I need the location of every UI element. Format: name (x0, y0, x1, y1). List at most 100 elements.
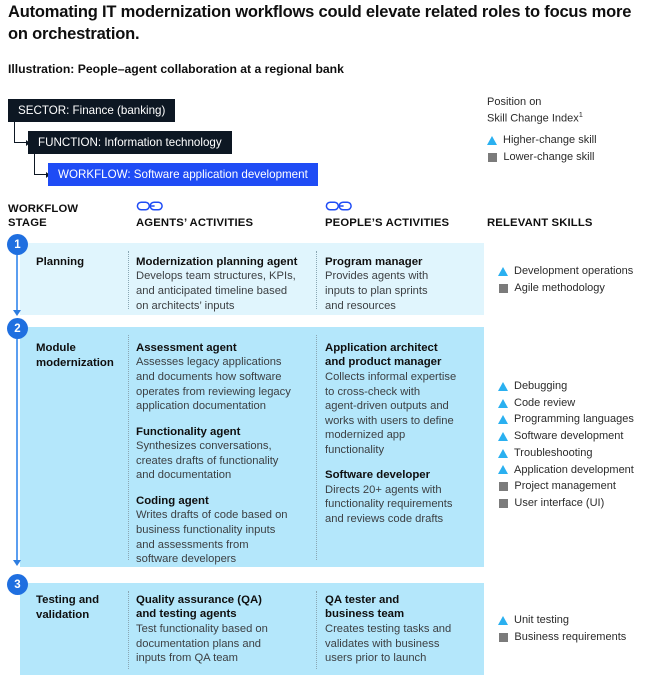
skill-label: Business requirements (514, 630, 627, 643)
activity-entry: Software developer Directs 20+ agents wi… (325, 468, 480, 526)
activity-title: Coding agent (136, 494, 209, 507)
activity-desc: Test functionality based on documentatio… (136, 622, 268, 665)
people-activities-cell: Application architect and product manage… (325, 341, 480, 527)
activity-title: QA tester and business team (325, 594, 405, 621)
chain-link-icon (136, 199, 170, 218)
activity-title: Program manager (325, 256, 423, 268)
lower-change-square-icon (498, 283, 508, 293)
skill-label: Software development (514, 430, 624, 443)
activity-entry: QA tester and business team Creates test… (325, 593, 480, 666)
legend-title: Position on Skill Change Index1 (487, 95, 652, 126)
legend-title-line2: Skill Change Index (487, 112, 579, 125)
activity-desc: Synthesizes conversations, creates draft… (136, 440, 279, 482)
breadcrumb-connector-1 (14, 122, 27, 143)
higher-change-triangle-icon (498, 432, 508, 442)
activity-entry: Functionality agent Synthesizes conversa… (136, 425, 314, 483)
skill-item: Programming languages (498, 411, 653, 428)
skill-item: Project management (498, 478, 653, 495)
activity-desc: Collects informal expertise to cross-che… (325, 370, 457, 456)
skill-label: User interface (UI) (514, 497, 605, 510)
agents-activities-cell: Quality assurance (QA) and testing agent… (136, 593, 314, 666)
activity-entry: Coding agent Writes drafts of code based… (136, 494, 314, 567)
legend-footnote-marker: 1 (578, 109, 583, 119)
activity-title: Assessment agent (136, 342, 237, 354)
skill-label: Troubleshooting (514, 446, 593, 459)
activity-desc: Develops team structures, KPIs, and anti… (136, 270, 296, 312)
activity-title: Functionality agent (136, 425, 241, 438)
flow-arrow-icon (12, 310, 21, 316)
row-band-planning (20, 243, 484, 315)
activity-title: Quality assurance (QA) and testing agent… (136, 594, 262, 621)
relevant-skills-cell: Debugging Code review Programming langua… (498, 378, 653, 512)
legend-title-line1: Position on (487, 96, 542, 108)
higher-change-triangle-icon (498, 415, 508, 425)
legend-label-higher: Higher-change skill (503, 134, 597, 147)
skill-item: Development operations (498, 263, 653, 280)
activity-title: Application architect and product manage… (325, 342, 442, 369)
skill-item: Software development (498, 428, 653, 445)
activity-entry: Assessment agent Assesses legacy applica… (136, 341, 314, 414)
row-band-module-modernization (20, 327, 484, 567)
higher-change-triangle-icon (498, 381, 508, 391)
flow-spine (16, 339, 18, 561)
skill-label: Debugging (514, 380, 568, 392)
lower-change-square-icon (498, 632, 508, 642)
lower-change-square-icon (487, 153, 497, 163)
skill-item: Agile methodology (498, 280, 653, 297)
skill-label: Application development (514, 463, 634, 476)
flow-spine (16, 255, 18, 311)
page-subhead: Illustration: People–agent collaboration… (8, 62, 344, 76)
people-activities-cell: Program manager Provides agents with inp… (325, 255, 480, 313)
skill-item: Code review (498, 395, 653, 412)
activity-title: Software developer (325, 469, 431, 482)
column-header-skills: RELEVANT SKILLS (487, 217, 593, 229)
breadcrumb-function: FUNCTION: Information technology (28, 131, 232, 154)
relevant-skills-cell: Unit testing Business requirements (498, 612, 653, 645)
stage-label: Module modernization (36, 342, 114, 369)
column-divider (316, 591, 317, 669)
lower-change-square-icon (498, 498, 508, 508)
breadcrumb-workflow: WORKFLOW: Software application developme… (48, 163, 318, 186)
activity-entry: Application architect and product manage… (325, 341, 480, 457)
chain-link-icon (325, 199, 359, 218)
flow-arrow-icon (12, 560, 21, 566)
higher-change-triangle-icon (498, 448, 508, 458)
agents-activities-cell: Assessment agent Assesses legacy applica… (136, 341, 314, 567)
column-divider (316, 251, 317, 309)
legend-label-lower: Lower-change skill (503, 151, 595, 164)
skill-label: Development operations (514, 265, 634, 277)
column-divider (128, 335, 129, 560)
column-divider (128, 251, 129, 309)
activity-title: Modernization planning agent (136, 256, 298, 268)
activity-desc: Assesses legacy applications and documen… (136, 356, 291, 413)
higher-change-triangle-icon (498, 615, 508, 625)
relevant-skills-cell: Development operations Agile methodology (498, 263, 653, 296)
higher-change-triangle-icon (498, 465, 508, 475)
skill-label: Unit testing (514, 614, 570, 626)
activity-desc: Writes drafts of code based on business … (136, 509, 288, 566)
step-marker-3: 3 (7, 574, 28, 595)
row-band-testing-validation (20, 583, 484, 675)
column-header-people: PEOPLE’S ACTIVITIES (325, 217, 450, 229)
higher-change-triangle-icon (498, 398, 508, 408)
legend-item-higher: Higher-change skill (487, 132, 652, 149)
skill-label: Project management (514, 480, 616, 493)
breadcrumb-connector-2 (34, 154, 47, 175)
skill-label: Programming languages (514, 413, 634, 426)
skill-item: Debugging (498, 378, 653, 395)
column-divider (316, 335, 317, 560)
skill-item: Troubleshooting (498, 445, 653, 462)
step-marker-1: 1 (7, 234, 28, 255)
activity-desc: Directs 20+ agents with functionality re… (325, 483, 453, 525)
skill-label: Code review (514, 396, 576, 409)
activity-desc: Creates testing tasks and validates with… (325, 622, 452, 665)
activity-desc: Provides agents with inputs to plan spri… (325, 270, 429, 312)
stage-label: Planning (36, 256, 85, 268)
stage-label: Testing and validation (36, 594, 100, 621)
skill-item: Unit testing (498, 612, 653, 629)
legend: Position on Skill Change Index1 Higher-c… (487, 95, 652, 166)
activity-entry: Program manager Provides agents with inp… (325, 255, 480, 313)
agents-activities-cell: Modernization planning agent Develops te… (136, 255, 314, 313)
lower-change-square-icon (498, 482, 508, 492)
higher-change-triangle-icon (498, 266, 508, 276)
